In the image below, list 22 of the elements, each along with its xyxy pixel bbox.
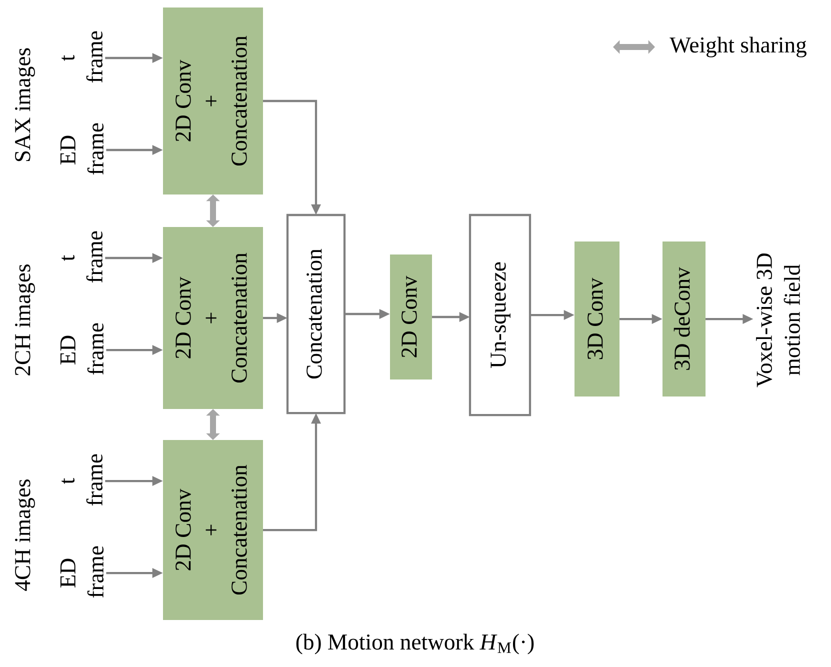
arrow [206,409,220,440]
legend-text: Weight sharing [670,36,806,58]
group-label: 2CH images [15,264,35,376]
input-label: t frame [62,31,102,83]
process-box: 2D Conv + Concatenation [163,440,263,620]
process-box: Concatenation [286,214,346,414]
input-label: t frame [62,454,102,506]
caption: (b) Motion network H$_{M}$(·) [296,634,534,654]
input-label: ED frame [60,546,104,598]
input-label: ED frame [60,123,104,175]
process-box: 2D Conv + Concatenation [163,8,263,194]
group-label: 4CH images [15,479,35,591]
input-label: t frame [62,231,102,283]
process-box: Un-squeeze [468,214,532,416]
process-box: 3D deConv [662,242,706,396]
group-label: SAX images [15,48,35,162]
output-label: Voxel-wise 3D motion field [756,253,800,388]
arrow [206,194,220,227]
process-box: 2D Conv + Concatenation [163,227,263,409]
process-box: 2D Conv [390,254,432,380]
input-label: ED frame [60,323,104,375]
process-box: 3D Conv [574,242,620,396]
